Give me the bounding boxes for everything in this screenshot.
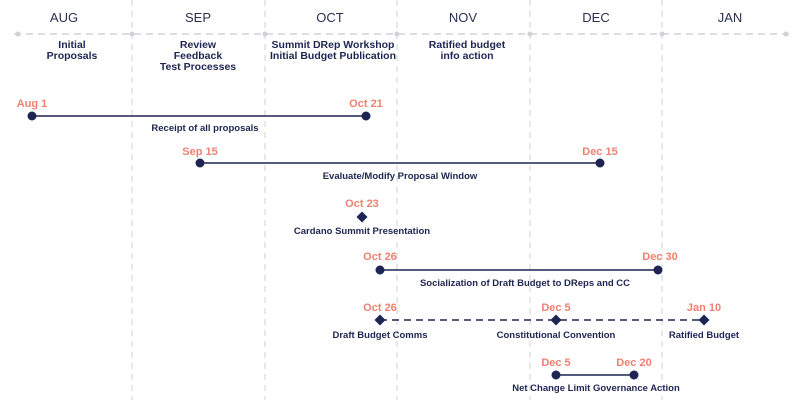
rule-dot (783, 31, 789, 37)
end-date: Oct 21 (349, 98, 383, 110)
milestone-caption: Cardano Summit Presentation (294, 226, 430, 237)
milestone-dot (629, 370, 639, 380)
bar-caption: Socialization of Draft Budget to DReps a… (420, 278, 630, 289)
month-label: JAN (718, 10, 743, 25)
phase-label: Summit DRep Workshop (272, 39, 395, 51)
milestone-caption: Constitutional Convention (497, 330, 616, 341)
phase-label: Initial Budget Publication (270, 50, 396, 62)
milestone-date: Dec 5 (541, 302, 570, 314)
bar-caption: Net Change Limit Governance Action (512, 383, 680, 394)
month-label: AUG (50, 10, 78, 25)
rule-dot (527, 31, 533, 37)
bar-caption: Evaluate/Modify Proposal Window (323, 171, 478, 182)
milestone-dot (27, 111, 37, 121)
phase-label: Initial (58, 39, 86, 51)
milestone-dot (653, 265, 663, 275)
month-label: NOV (449, 10, 478, 25)
end-date: Dec 30 (642, 251, 677, 263)
rule-dot (262, 31, 268, 37)
milestone-date: Jan 10 (687, 302, 721, 314)
milestone-dot (361, 111, 371, 121)
phase-label: Review (180, 39, 217, 51)
phase-label: Test Processes (160, 61, 236, 73)
end-date: Dec 20 (616, 357, 651, 369)
phase-label: info action (440, 50, 493, 62)
start-date: Sep 15 (182, 146, 217, 158)
month-label: OCT (316, 10, 344, 25)
bar-caption: Receipt of all proposals (151, 123, 258, 134)
rule-dot (659, 31, 665, 37)
milestone-dot (195, 158, 205, 168)
rule-dot (129, 31, 135, 37)
rule-dot (394, 31, 400, 37)
milestone-diamond (356, 211, 368, 223)
month-label: DEC (582, 10, 609, 25)
milestone-dot (375, 265, 385, 275)
phase-label: Proposals (47, 50, 98, 62)
start-date: Dec 5 (541, 357, 570, 369)
end-date: Dec 15 (582, 146, 617, 158)
milestone-caption: Draft Budget Comms (332, 330, 427, 341)
milestone-date: Oct 23 (345, 198, 379, 210)
milestone-diamond (550, 314, 562, 326)
rule-dot (15, 31, 21, 37)
phase-label: Ratified budget (429, 39, 506, 51)
phase-label: Feedback (174, 50, 223, 62)
milestone-dot (551, 370, 561, 380)
milestone-diamond (698, 314, 710, 326)
start-date: Aug 1 (17, 98, 48, 110)
milestone-diamond (374, 314, 386, 326)
milestone-caption: Ratified Budget (669, 330, 740, 341)
milestone-date: Oct 26 (363, 302, 397, 314)
start-date: Oct 26 (363, 251, 397, 263)
milestone-dot (595, 158, 605, 168)
month-label: SEP (185, 10, 211, 25)
